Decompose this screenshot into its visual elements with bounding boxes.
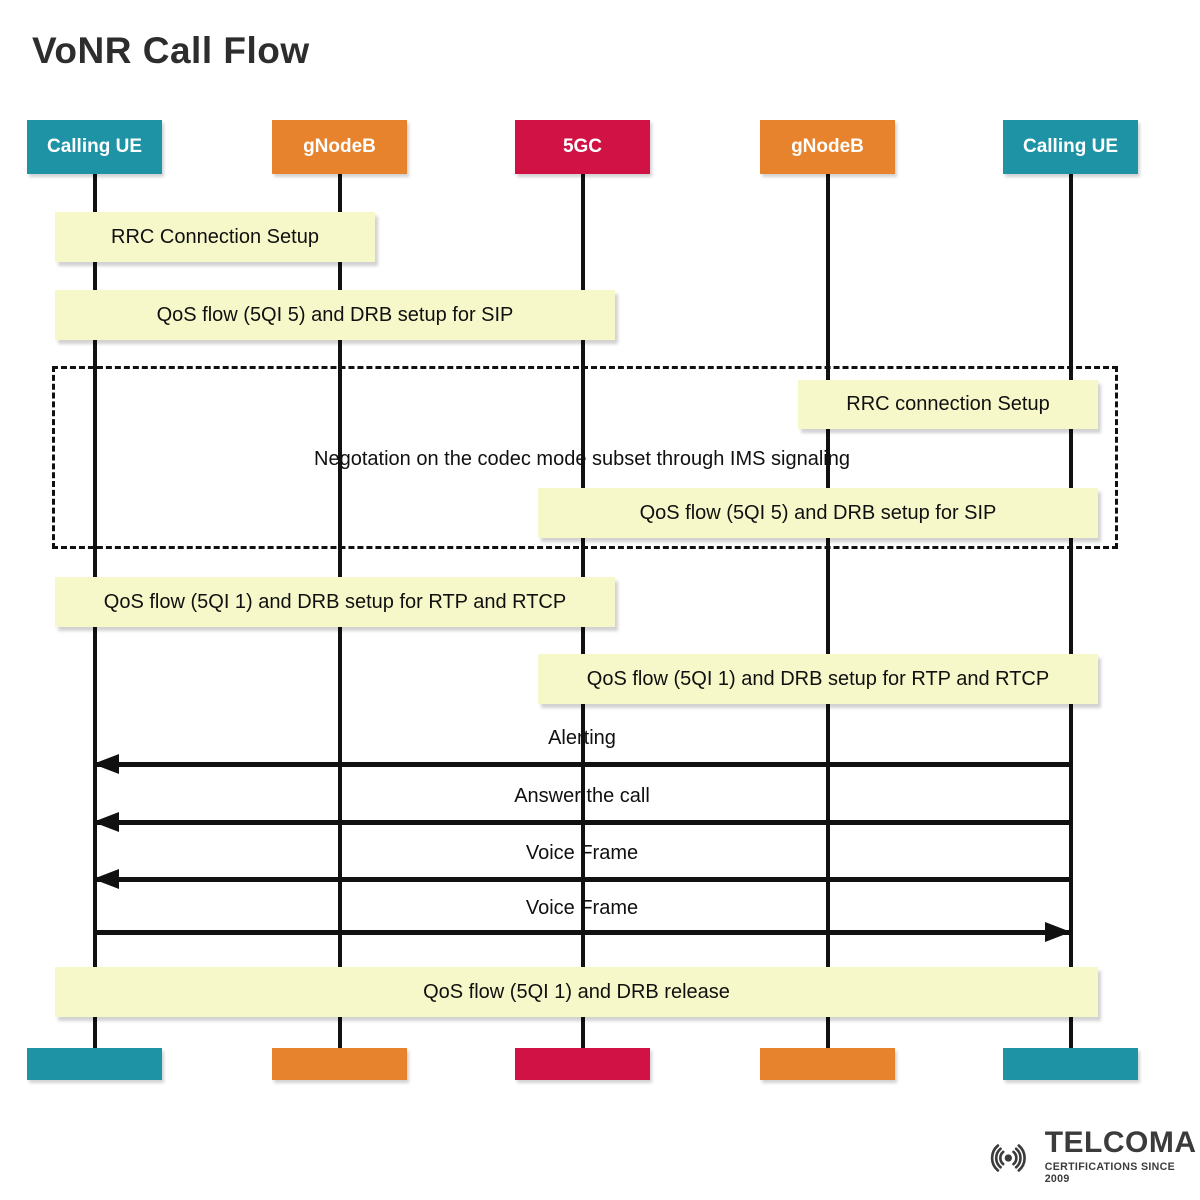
telcoma-logo-text: TELCOMA CERTIFICATIONS SINCE 2009 <box>1044 1126 1200 1186</box>
lifeline-gnodeb-right <box>826 174 830 1048</box>
footer-bar-5gc <box>515 1048 650 1080</box>
actor-calling-ue-right: Calling UE <box>1003 120 1138 174</box>
ims-negotiation-label: Negotation on the codec mode subset thro… <box>314 448 850 470</box>
arrow-voice-frame-right <box>95 930 1070 935</box>
actor-gnodeb-right: gNodeB <box>760 120 895 174</box>
actor-gnodeb-left: gNodeB <box>272 120 407 174</box>
arrow-label-answer-the-call: Answer the call <box>514 785 650 807</box>
note-rrc-connection-setup-left: RRC Connection Setup <box>55 212 375 262</box>
note-qos-5qi5-sip-left: QoS flow (5QI 5) and DRB setup for SIP <box>55 290 615 340</box>
arrowhead-left-icon <box>93 869 119 889</box>
note-qos-5qi1-rtp-right: QoS flow (5QI 1) and DRB setup for RTP a… <box>538 654 1098 704</box>
arrowhead-left-icon <box>93 754 119 774</box>
note-qos-5qi1-drb-release: QoS flow (5QI 1) and DRB release <box>55 967 1098 1017</box>
arrow-alerting <box>95 762 1070 767</box>
footer-bar-gnodeb-right <box>760 1048 895 1080</box>
actor-calling-ue-left: Calling UE <box>27 120 162 174</box>
note-qos-5qi5-sip-right: QoS flow (5QI 5) and DRB setup for SIP <box>538 488 1098 538</box>
logo-name: TELCOMA <box>1044 1126 1197 1159</box>
logo-tagline: CERTIFICATIONS SINCE 2009 <box>1044 1161 1176 1185</box>
footer-bar-calling-ue-left <box>27 1048 162 1080</box>
arrow-voice-frame-left <box>95 877 1070 882</box>
arrowhead-right-icon <box>1045 922 1071 942</box>
arrowhead-left-icon <box>93 812 119 832</box>
note-rrc-connection-setup-right: RRC connection Setup <box>798 380 1098 429</box>
ims-negotiation-region <box>52 366 1118 549</box>
signal-waves-icon <box>990 1143 1026 1172</box>
footer-bar-gnodeb-left <box>272 1048 407 1080</box>
page-title: VoNR Call Flow <box>32 30 310 71</box>
telcoma-logo: TELCOMA CERTIFICATIONS SINCE 2009 <box>978 1128 1200 1185</box>
arrow-answer-the-call <box>95 820 1070 825</box>
arrow-label-alerting: Alerting <box>548 727 616 749</box>
note-qos-5qi1-rtp-left: QoS flow (5QI 1) and DRB setup for RTP a… <box>55 577 615 627</box>
actor-5gc: 5GC <box>515 120 650 174</box>
arrow-label-voice-frame-right: Voice Frame <box>525 897 639 919</box>
footer-bar-calling-ue-right <box>1003 1048 1138 1080</box>
lifeline-calling-ue-right <box>1069 174 1073 1048</box>
arrow-label-voice-frame-left: Voice Frame <box>525 842 639 864</box>
